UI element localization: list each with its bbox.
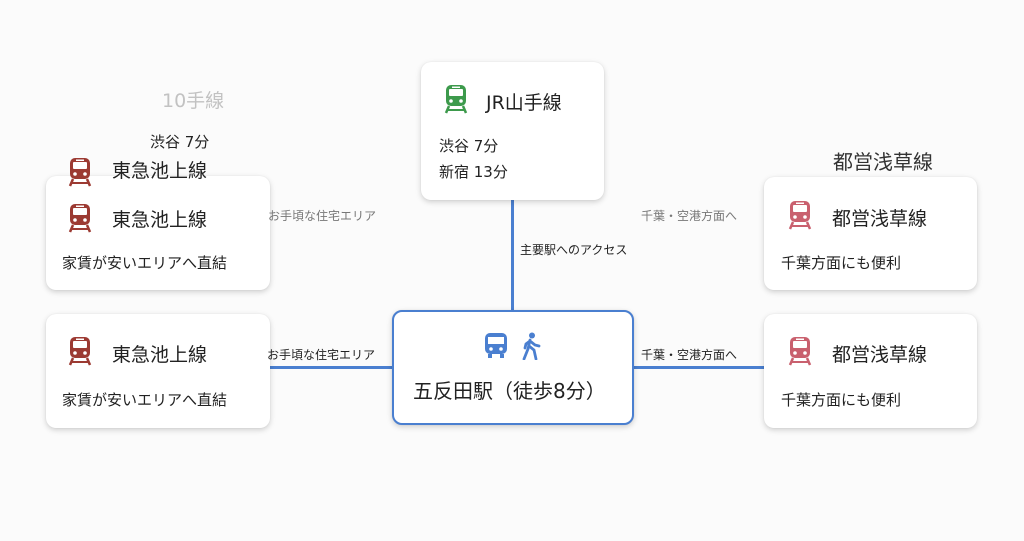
ghost-train-icon (68, 157, 92, 187)
walking-icon (522, 332, 541, 360)
toei-title: 都営浅草線 (832, 344, 928, 366)
edge-label-left-bottom: お手頃な住宅エリア (267, 348, 376, 362)
edge-right-center (633, 366, 764, 369)
tokyu-card-bottom[interactable]: 東急池上線 家賃が安いエリアへ直結 (46, 314, 270, 428)
edge-label-right-top: 千葉・空港方面へ (641, 209, 738, 223)
jr-shibuya-time: 渋谷 7分 (439, 137, 499, 155)
toei-card-bottom[interactable]: 都営浅草線 千葉方面にも便利 (764, 314, 977, 428)
train-icon (788, 336, 812, 366)
tokyu-title: 東急池上線 (112, 344, 208, 366)
toei-title: 都営浅草線 (832, 208, 928, 230)
tokyu-desc: 家賃が安いエリアへ直結 (62, 391, 228, 409)
toei-card-top[interactable]: 都営浅草線 千葉方面にも便利 (764, 177, 977, 290)
edge-label-jr: 主要駅へのアクセス (520, 243, 628, 257)
jr-title: JR山手線 (486, 92, 562, 114)
edge-left-center (270, 366, 392, 369)
train-icon (444, 84, 468, 114)
train-icon (68, 203, 92, 233)
ghost-toei-title: 都営浅草線 (833, 150, 933, 174)
jr-shinjuku-time: 新宿 13分 (439, 163, 508, 181)
train-icon (68, 336, 92, 366)
train-icon (788, 200, 812, 230)
gotanda-station-card[interactable]: 五反田駅（徒歩8分） (392, 310, 634, 425)
tokyu-card-top[interactable]: 東急池上線 家賃が安いエリアへ直結 (46, 176, 270, 290)
ghost-shibuya-time: 渋谷 7分 (150, 133, 210, 151)
edge-label-left-top: お手頃な住宅エリア (268, 209, 377, 223)
edge-label-right-bottom: 千葉・空港方面へ (641, 348, 738, 362)
ghost-tokyu-title: 東急池上線 (112, 160, 208, 182)
ghost-yamanote-label: 10手線 (162, 90, 225, 112)
toei-desc: 千葉方面にも便利 (781, 254, 902, 272)
edge-jr-center (511, 200, 514, 310)
tokyu-title: 東急池上線 (112, 209, 208, 231)
center-title: 五反田駅（徒歩8分） (413, 379, 606, 403)
jr-yamanote-card[interactable]: JR山手線 渋谷 7分 新宿 13分 (421, 62, 604, 200)
bus-icon (485, 333, 507, 358)
tokyu-desc: 家賃が安いエリアへ直結 (62, 254, 228, 272)
toei-desc: 千葉方面にも便利 (781, 391, 902, 409)
